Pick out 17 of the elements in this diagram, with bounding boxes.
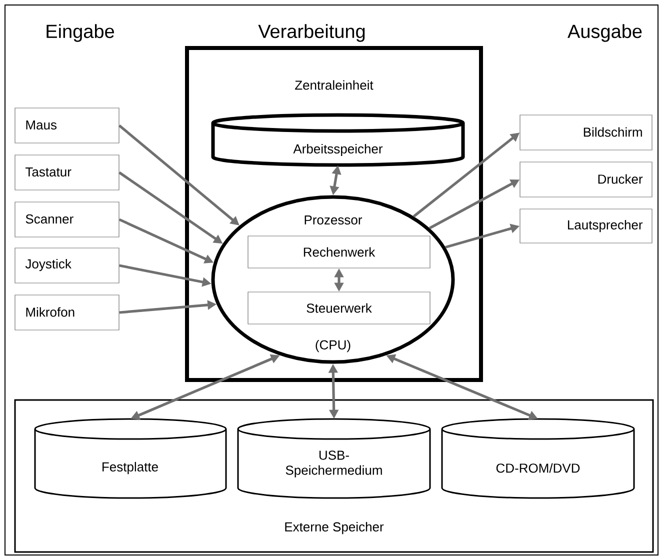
input-box: Joystick <box>14 248 120 284</box>
output-box: Drucker <box>520 162 652 198</box>
unit-box: Steuerwerk <box>248 292 430 324</box>
output-box: Lautsprecher <box>520 208 652 244</box>
column-heading: Ausgabe <box>568 24 642 42</box>
storage-cylinder: Festplatte <box>34 418 227 499</box>
input-box: Maus <box>14 108 120 144</box>
output-box: Bildschirm <box>520 114 652 150</box>
input-box: Mikrofon <box>14 294 120 330</box>
column-heading: Verarbeitung <box>258 24 365 42</box>
input-box: Tastatur <box>14 154 120 190</box>
unit-box: Rechenwerk <box>248 236 430 268</box>
storage-cylinder: USB- Speichermedium <box>237 418 431 499</box>
memory-cylinder: Arbeitsspeicher <box>211 113 465 167</box>
storage-cylinder: CD-ROM/DVD <box>441 418 635 499</box>
column-heading: Eingabe <box>46 24 114 42</box>
input-box: Scanner <box>14 202 120 238</box>
